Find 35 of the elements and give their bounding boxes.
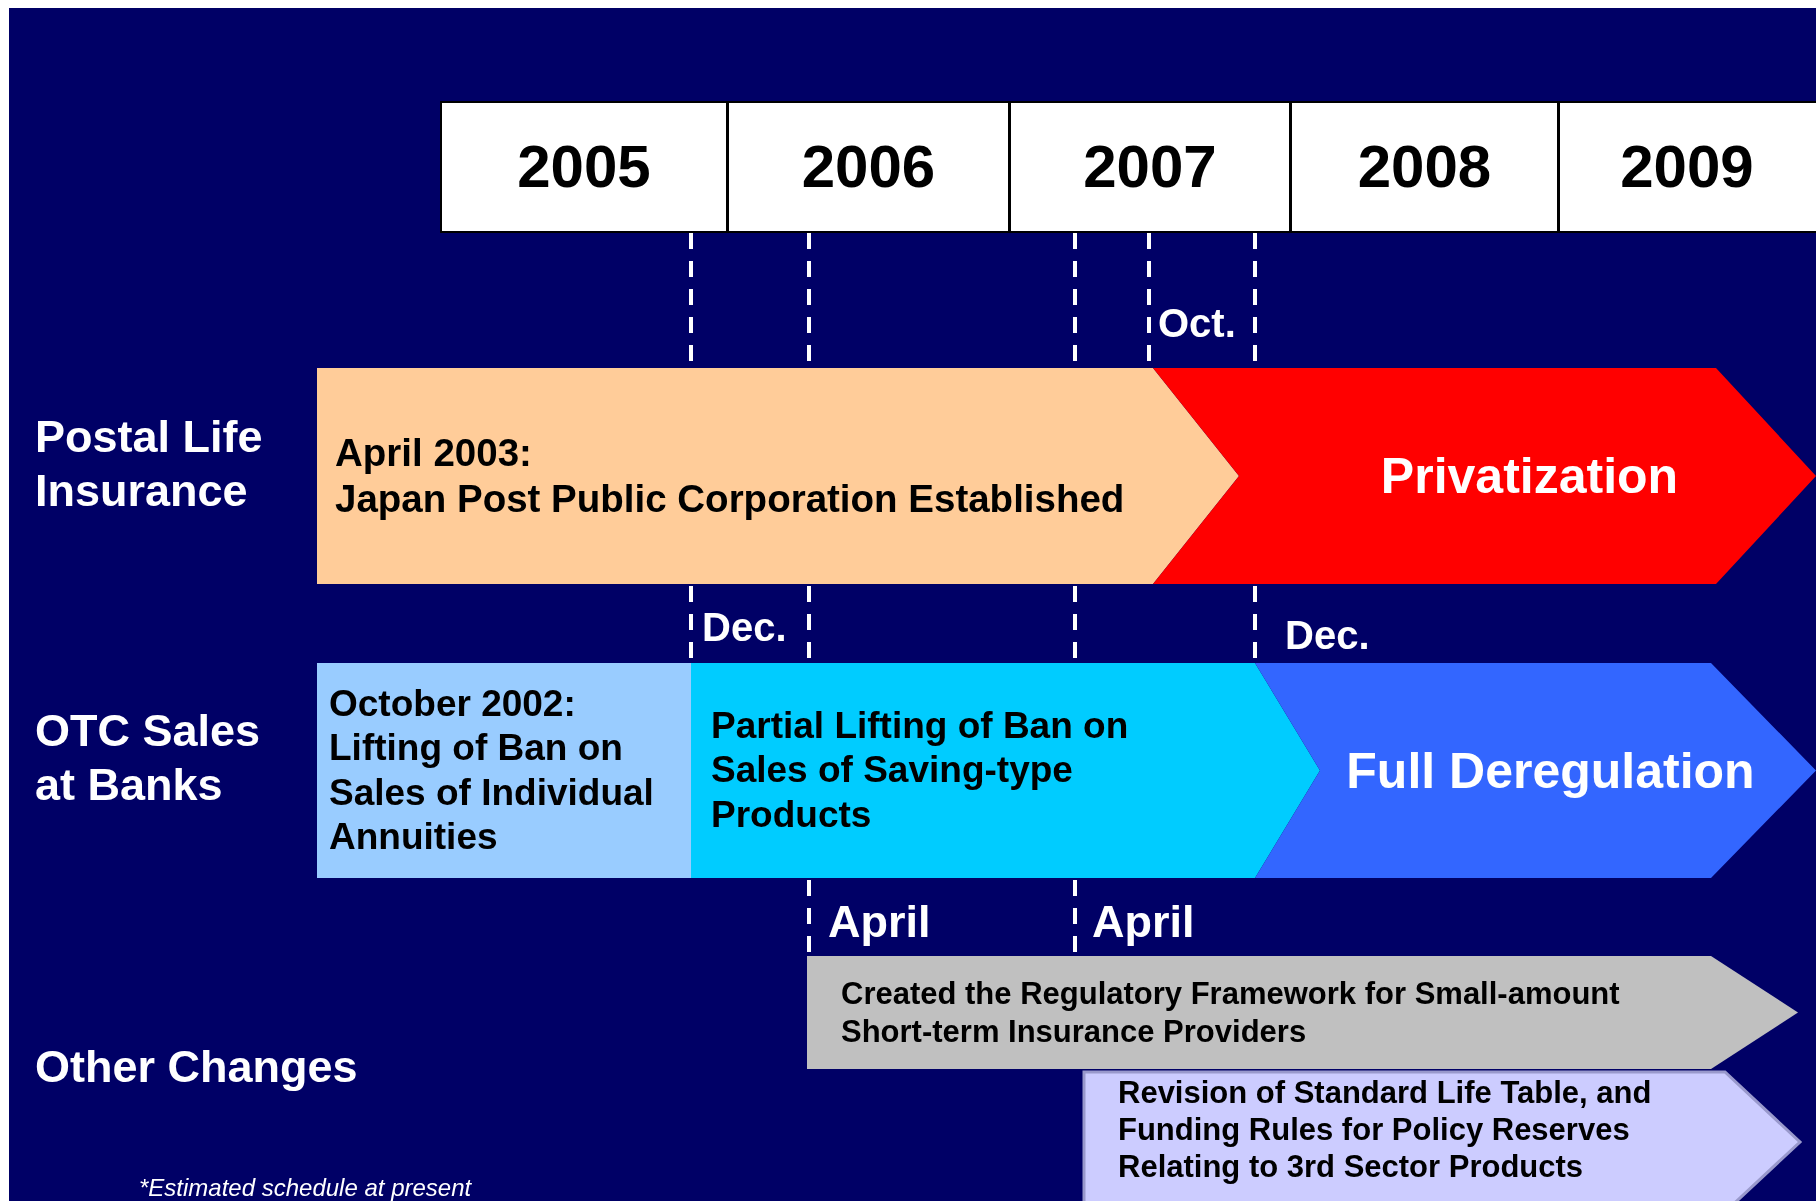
arrow-shape (317, 368, 1239, 584)
year-cell (727, 101, 1010, 233)
year-label: 2008 (1357, 132, 1492, 202)
row-heading: OTC Sales at Banks (35, 704, 262, 812)
month-label: Oct. (1158, 300, 1236, 347)
text-box (317, 663, 691, 878)
year-cell (1009, 101, 1291, 233)
event-text: Japan Post Public Corporation Established (335, 476, 1125, 522)
month-label: April (1092, 895, 1195, 949)
event-text: October 2002: (329, 681, 576, 726)
month-label: Dec. (1285, 612, 1370, 659)
year-cell (1290, 101, 1559, 233)
year-label: 2007 (1083, 132, 1217, 202)
footnote: *Estimated schedule at present (139, 1174, 472, 1201)
year-label: 2006 (801, 132, 936, 202)
year-label: 2009 (1620, 132, 1754, 202)
event-text: Privatization (1380, 447, 1679, 506)
chevron-arrow (1255, 663, 1816, 878)
event-text: Full Deregulation (1346, 741, 1755, 801)
arrow-shape (1084, 1072, 1800, 1201)
event-text: April 2003: (335, 429, 532, 476)
event-text: Revision of Standard Life Table, and Funding Rules for Policy Reserves Relating to 3rd Sector Products (1118, 1074, 1653, 1186)
row-heading: Postal Life Insurance (35, 410, 264, 518)
event-text: Created the Regulatory Framework for Small-amount Short-term Insurance Providers (841, 975, 1621, 1050)
arrow-shape (807, 956, 1798, 1069)
event-text: Partial Lifting of Ban on Sales of Saving-type Products (711, 703, 1130, 837)
year-cell (440, 101, 728, 233)
chevron-arrow (1153, 368, 1816, 584)
year-cell (1558, 101, 1816, 233)
arrow-shape (691, 663, 1320, 878)
month-label: Other Changes (35, 1040, 358, 1094)
month-label: April (828, 895, 931, 949)
year-label: 2005 (517, 132, 651, 202)
month-label: Dec. (702, 604, 787, 651)
event-text: Lifting of Ban on Sales of Individual Annuities (329, 726, 655, 859)
